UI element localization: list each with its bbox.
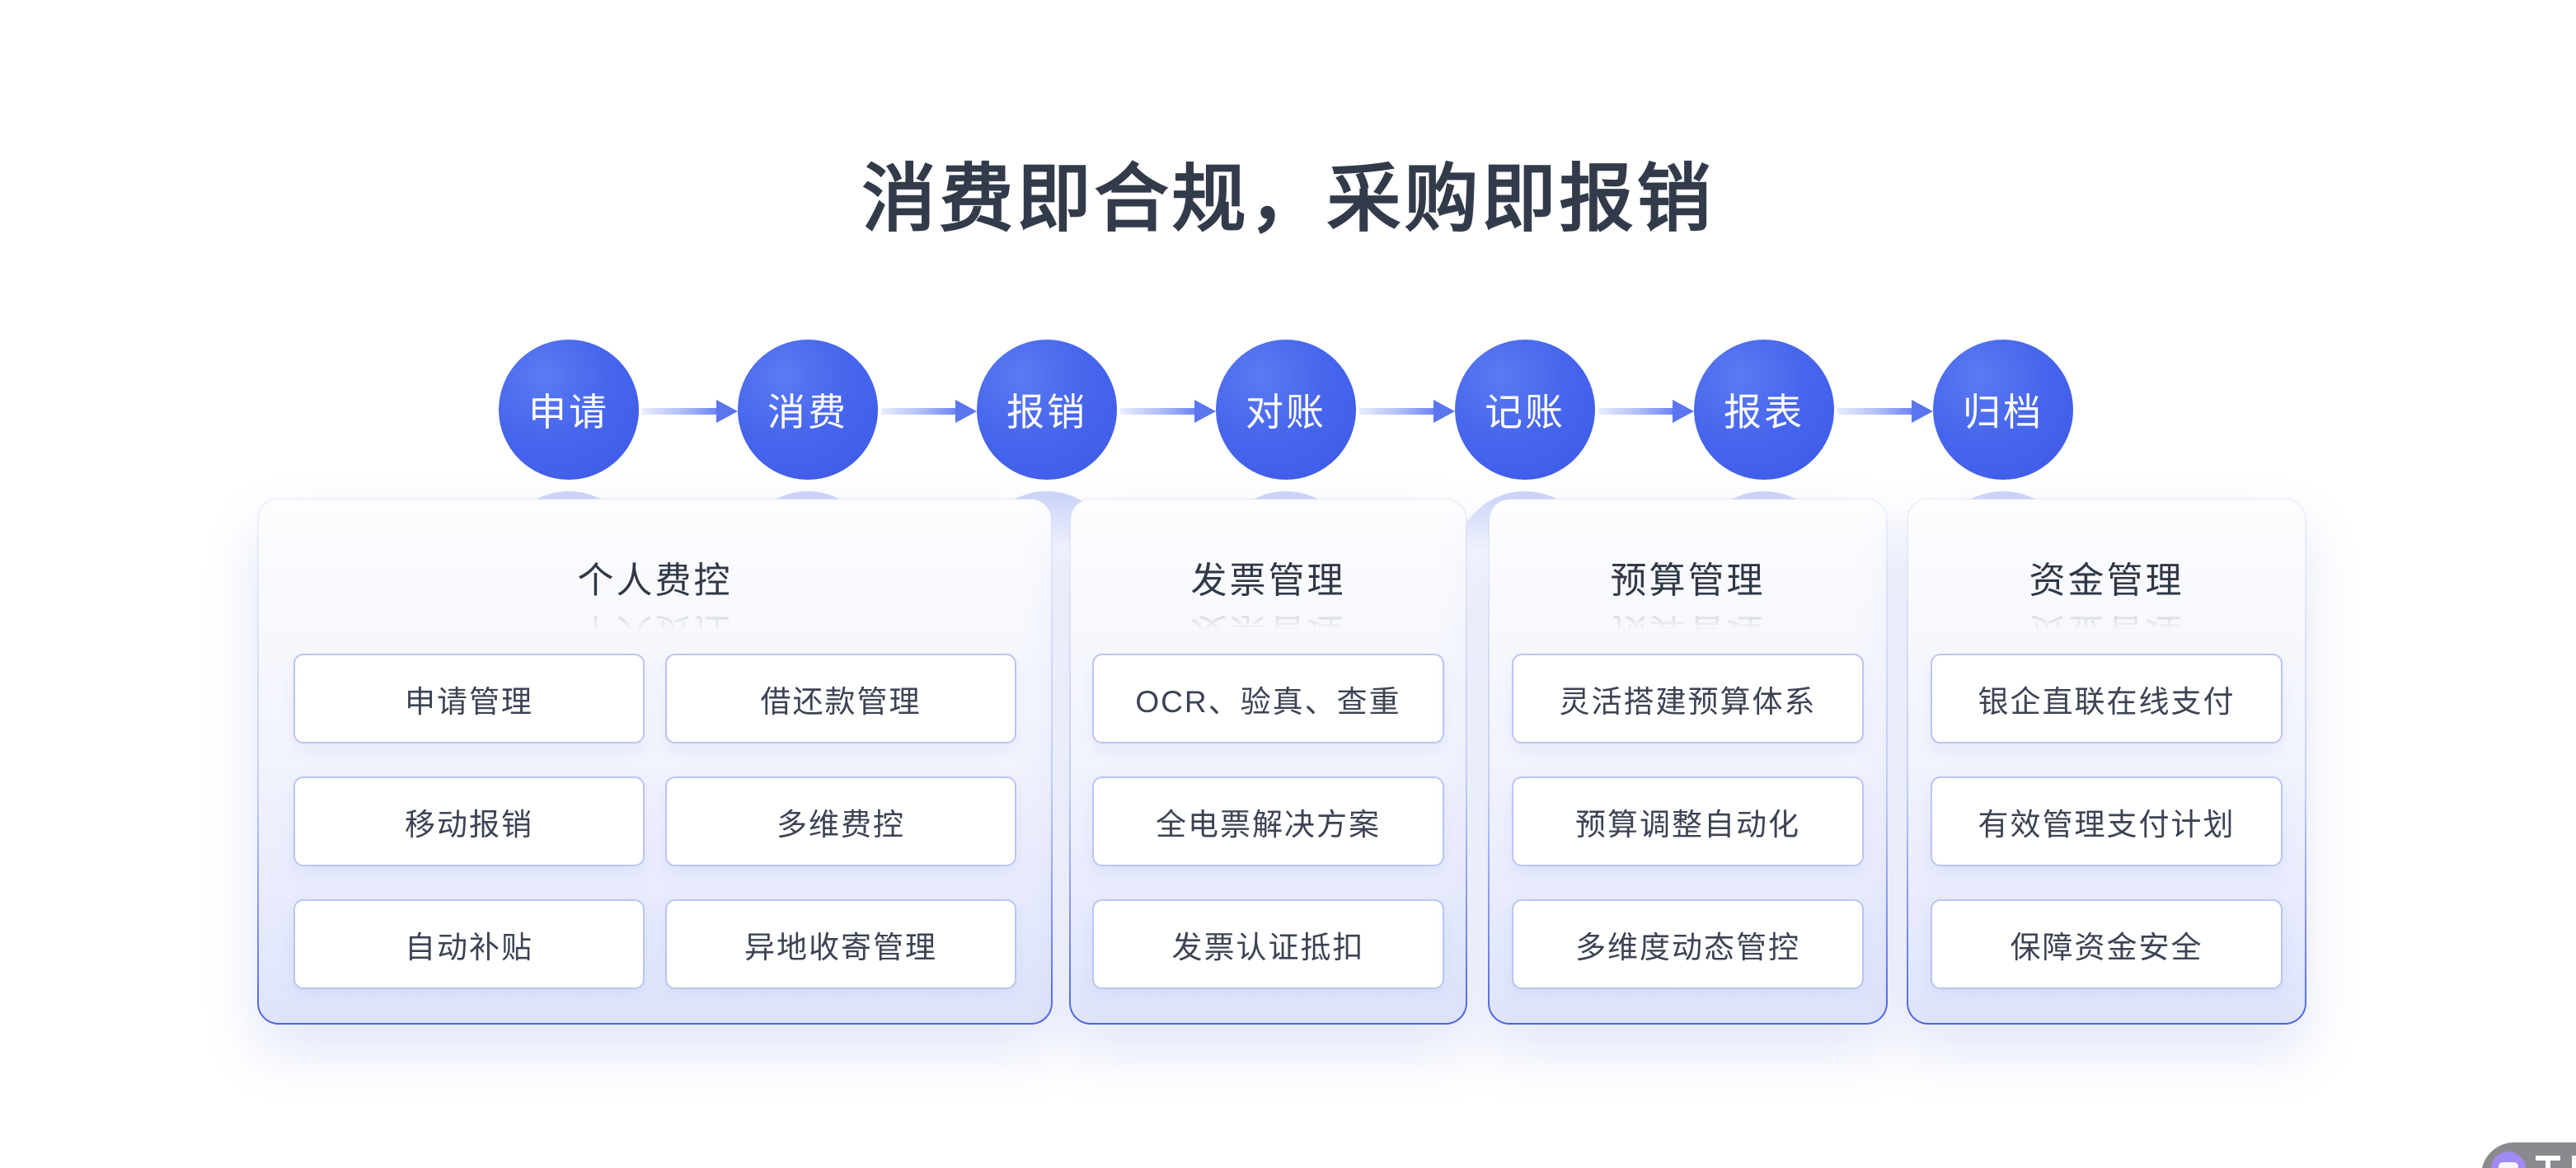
flow-step-label: 对账	[1246, 391, 1326, 434]
page-title: 消费即合规，采购即报销	[861, 158, 1715, 241]
flow-step-label: 报销	[1006, 391, 1087, 434]
flow-step-report: 报表	[1694, 340, 1834, 480]
feature-chip: 多维费控	[665, 776, 1016, 866]
flow-step-reconcile: 对账	[1216, 340, 1356, 480]
feature-chip: 保障资金安全	[1931, 899, 2283, 989]
flow-step-label: 归档	[1963, 391, 2043, 434]
card-invoice-management: 发票管理 OCR、验真、查重 全电票解决方案 发票认证抵扣	[1069, 498, 1467, 1025]
arrow-right-icon	[642, 400, 738, 423]
flow-step-bookkeep: 记账	[1455, 340, 1595, 480]
feature-chip: 多维度动态管控	[1512, 899, 1864, 989]
card-budget-management: 预算管理 灵活搭建预算体系 预算调整自动化 多维度动态管控	[1488, 498, 1888, 1025]
flow-step-apply: 申请	[499, 340, 639, 480]
card-personal-expense-control: 个人费控 申请管理 借还款管理 移动报销 多维费控 自动补贴 异地收寄管理	[257, 498, 1053, 1025]
flow-step-label: 申请	[528, 391, 609, 434]
flow-step-reimburse: 报销	[977, 340, 1117, 480]
feature-chip: 申请管理	[293, 654, 645, 743]
card-title: 发票管理	[1190, 561, 1346, 601]
feature-list: 申请管理 借还款管理 移动报销 多维费控 自动补贴 异地收寄管理	[259, 654, 1051, 989]
feature-list: 灵活搭建预算体系 预算调整自动化 多维度动态管控	[1490, 654, 1886, 989]
feature-chip: 借还款管理	[665, 654, 1016, 743]
card-body: 预算管理 灵活搭建预算体系 预算调整自动化 多维度动态管控	[1490, 500, 1886, 1023]
flow-step-consume: 消费	[738, 340, 878, 480]
arrow-right-icon	[1598, 400, 1694, 423]
feature-list: 银企直联在线支付 有效管理支付计划 保障资金安全	[1908, 654, 2305, 989]
feature-chip: 发票认证抵扣	[1092, 899, 1444, 989]
feature-chip: OCR、验真、查重	[1092, 654, 1444, 743]
card-title: 个人费控	[577, 561, 733, 601]
arrow-right-icon	[881, 400, 977, 423]
feature-chip: 异地收寄管理	[665, 899, 1016, 989]
feature-chip: 全电票解决方案	[1092, 776, 1444, 866]
chat-assistant-icon	[2491, 1152, 2526, 1168]
arrow-right-icon	[1837, 400, 1933, 423]
feature-list: OCR、验真、查重 全电票解决方案 发票认证抵扣	[1071, 654, 1466, 989]
flow-step-archive: 归档	[1933, 340, 2073, 480]
card-funds-management: 资金管理 银企直联在线支付 有效管理支付计划 保障资金安全	[1907, 498, 2306, 1025]
card-title: 资金管理	[2029, 561, 2184, 601]
card-title: 预算管理	[1610, 561, 1766, 601]
feature-chip: 移动报销	[293, 776, 645, 866]
arrow-right-icon	[1120, 400, 1216, 423]
card-body: 发票管理 OCR、验真、查重 全电票解决方案 发票认证抵扣	[1071, 500, 1466, 1023]
assistant-label-fragment	[2536, 1156, 2576, 1168]
card-body: 个人费控 申请管理 借还款管理 移动报销 多维费控 自动补贴 异地收寄管理	[259, 500, 1051, 1023]
feature-chip: 有效管理支付计划	[1931, 776, 2283, 866]
flow-step-label: 记账	[1485, 391, 1565, 434]
arrow-right-icon	[1359, 400, 1455, 423]
floating-assistant-widget[interactable]	[2481, 1142, 2576, 1168]
feature-chip: 灵活搭建预算体系	[1512, 654, 1864, 743]
flow-step-label: 报表	[1724, 391, 1804, 434]
feature-chip: 银企直联在线支付	[1931, 654, 2283, 743]
flow-step-label: 消费	[767, 391, 848, 434]
feature-chip: 自动补贴	[293, 899, 645, 989]
card-body: 资金管理 银企直联在线支付 有效管理支付计划 保障资金安全	[1908, 500, 2305, 1023]
feature-chip: 预算调整自动化	[1512, 776, 1864, 866]
